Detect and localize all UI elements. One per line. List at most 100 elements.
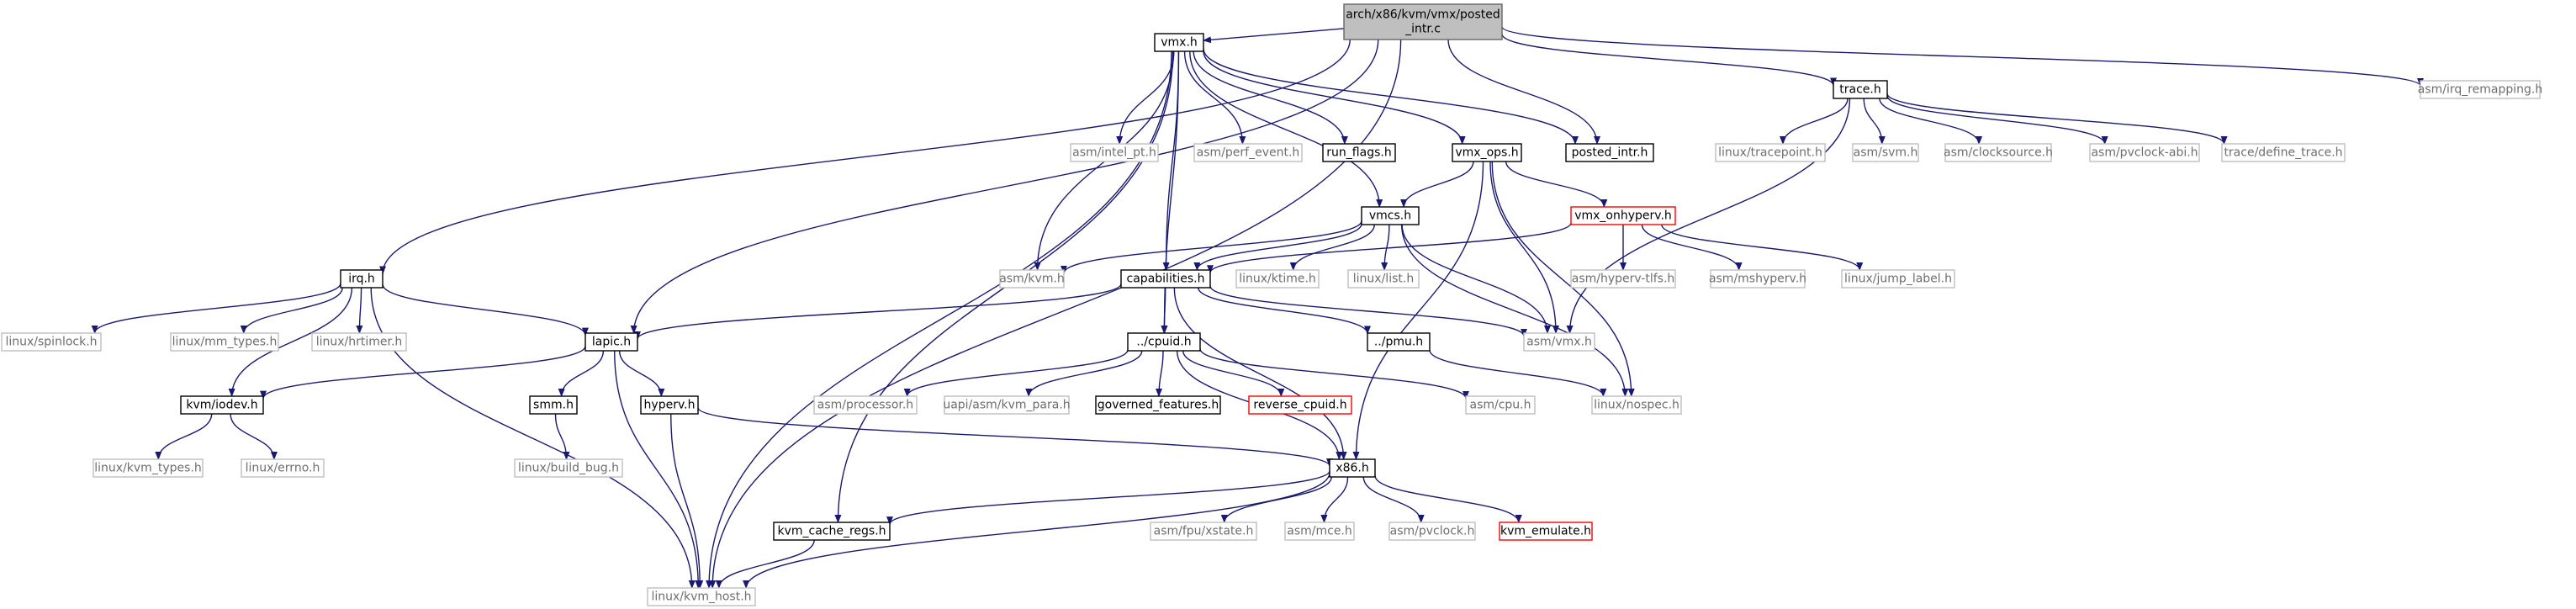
node-label-root: _intr.c: [1404, 23, 1441, 36]
node-label-nospec: linux/nospec.h: [1594, 399, 1679, 412]
node-box-hrtimer: [311, 332, 407, 352]
node-box-asm_cpu: [1465, 395, 1536, 415]
node-label-capabilities: capabilities.h: [1127, 273, 1205, 286]
node-box-mshyperv: [1710, 269, 1806, 289]
edge-root-to-trace_h: [1501, 34, 1837, 87]
node-label-mshyperv: asm/mshyperv.h: [1709, 273, 1806, 286]
node-label-smm_h: smm.h: [533, 399, 574, 412]
node-label-governed: governed_features.h: [1098, 399, 1219, 412]
node-box-build_bug: [514, 458, 623, 478]
edge-vmx_onhyperv-to-mshyperv: [1641, 224, 1743, 271]
node-label-build_bug: linux/build_bug.h: [518, 462, 619, 475]
edge-trace_h-to-asm_svm: [1863, 98, 1886, 145]
node-box-perf_event: [1193, 143, 1303, 162]
edge-vmx_ops-to-nospec: [1491, 161, 1635, 397]
edge-lapic_h-to-smm_h: [558, 350, 605, 397]
node-box-kvm_host: [647, 587, 756, 606]
node-label-kvm_iodev: kvm/iodev.h: [186, 399, 257, 412]
edge-capabilities-to-cpuid_h: [1161, 287, 1168, 334]
node-label-intel_pt: asm/intel_pt.h: [1072, 146, 1156, 160]
node-label-list_h: linux/list.h: [1353, 273, 1414, 286]
node-box-list_h: [1347, 269, 1420, 289]
edge-vmx_ops-to-asm_vmx: [1489, 161, 1559, 334]
edge-hyperv_h-to-kvm_host: [670, 413, 704, 589]
edge-cpuid_h-to-governed: [1155, 350, 1164, 397]
node-label-irq_h: irq.h: [348, 273, 375, 286]
edge-vmx_h-to-perf_event: [1183, 50, 1246, 145]
edge-x86_h-to-kvm_host: [743, 472, 1330, 589]
edge-vmx_h-to-intel_pt: [1116, 50, 1175, 145]
node-pmu_h[interactable]: ../pmu.h../pmu.h: [1367, 332, 1431, 352]
edge-irq_h-to-hrtimer: [356, 287, 363, 334]
node-box-pmu_h: [1367, 332, 1431, 352]
node-label-jump_label: linux/jump_label.h: [1844, 273, 1952, 286]
edge-capabilities-to-lapic_h: [634, 283, 1122, 340]
edge-x86_h-to-asm_pvclock: [1362, 476, 1425, 523]
edge-lapic_h-to-kvm_host: [614, 350, 702, 589]
edge-root-to-irq_remapping: [1501, 26, 2424, 87]
edge-root-to-vmx_h: [1203, 28, 1345, 44]
node-label-errno: linux/errno.h: [246, 462, 320, 475]
node-box-vmx_h: [1154, 33, 1204, 52]
node-label-vmcs_h: vmcs.h: [1369, 209, 1411, 223]
node-label-kvm_types: linux/kvm_types.h: [94, 462, 201, 475]
node-box-pvclock_abi: [2089, 143, 2200, 162]
node-box-asm_vmx: [1523, 332, 1595, 352]
node-label-hyperv_tlfs: asm/hyperv-tlfs.h: [1572, 273, 1675, 286]
node-label-asm_processor: asm/processor.h: [817, 399, 913, 412]
node-box-ktime: [1235, 269, 1320, 289]
edge-irq_h-to-kvm_iodev: [228, 287, 353, 397]
edge-cpuid_h-to-kvm_para: [1025, 350, 1143, 397]
node-label-asm_svm: asm/svm.h: [1854, 146, 1918, 160]
edges-layer: [91, 26, 2424, 589]
node-label-posted_intr_h: posted_intr.h: [1572, 146, 1648, 160]
edge-vmx_ops-to-vmx_onhyperv: [1505, 161, 1608, 208]
edge-vmx_onhyperv-to-jump_label: [1661, 224, 1864, 271]
node-cpuid_h[interactable]: ../cpuid.h../cpuid.h: [1127, 332, 1201, 352]
edge-vmcs_h-to-ktime: [1289, 224, 1375, 271]
node-box-asm_svm: [1852, 143, 1919, 162]
edge-vmx_h-to-vmcs_h: [1189, 50, 1383, 208]
node-label-asm_mce: asm/mce.h: [1287, 525, 1352, 538]
edge-root-to-irq_h: [379, 39, 1351, 275]
node-label-perf_event: asm/perf_event.h: [1197, 146, 1300, 160]
edge-vmcs_h-to-capabilities: [1193, 223, 1362, 271]
node-label-pvclock_abi: asm/pvclock-abi.h: [2091, 146, 2198, 160]
node-label-pmu_h: ../pmu.h: [1374, 336, 1423, 349]
node-box-spinlock: [1, 332, 102, 352]
node-box-kvm_cache_regs: [773, 522, 891, 541]
node-label-kvm_cache_regs: kvm_cache_regs.h: [777, 525, 886, 538]
node-box-tracepoint: [1715, 143, 1826, 162]
edge-irq_h-to-mm_types: [240, 287, 343, 334]
edge-vmcs_h-to-asm_vmx: [1401, 224, 1551, 334]
